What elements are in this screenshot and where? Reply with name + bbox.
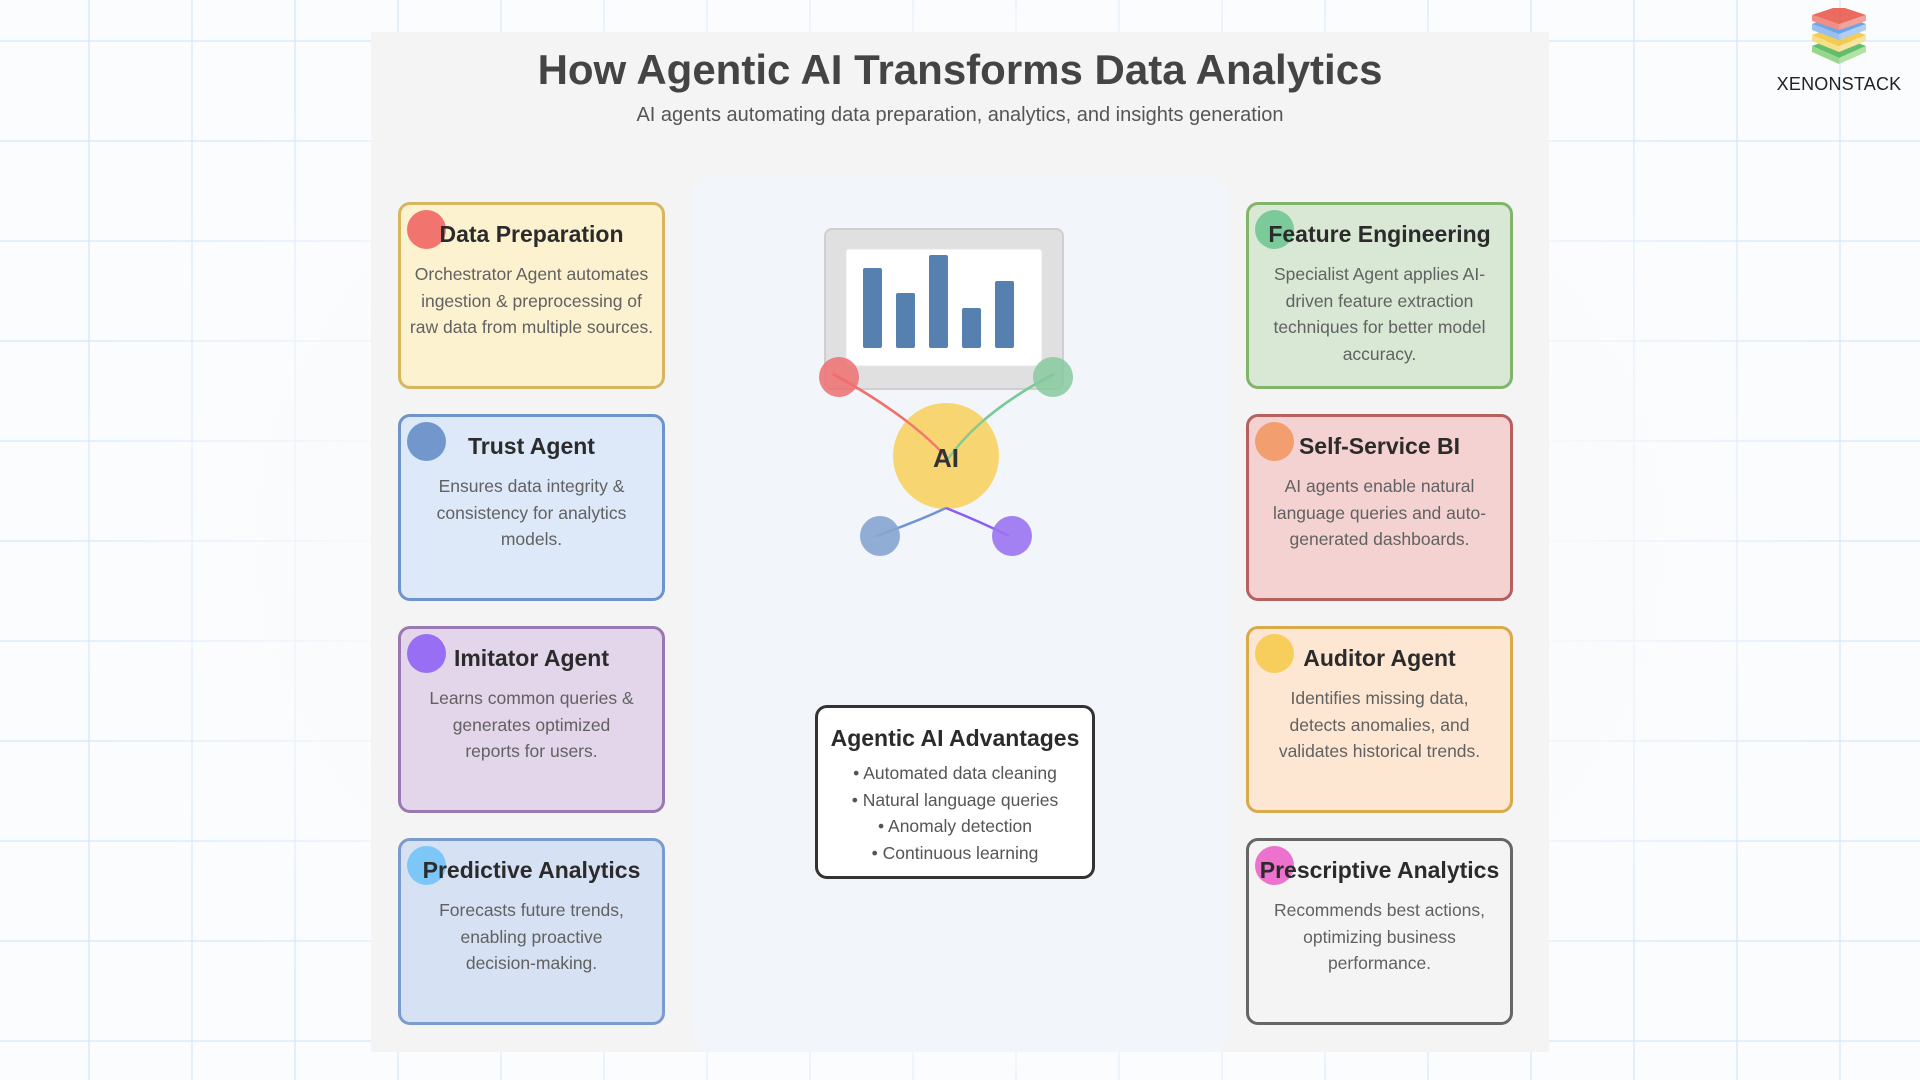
advantage-item: • Automated data cleaning — [853, 763, 1057, 783]
card-description: Identifies missing data, detects anomali… — [1278, 688, 1481, 761]
logo-text: XENONSTACK — [1776, 74, 1902, 94]
card-description: Specialist Agent applies AI-driven featu… — [1273, 264, 1486, 364]
svg-text:AI: AI — [933, 443, 959, 473]
advantages-title: Agentic AI Advantages — [830, 725, 1080, 751]
blue-dot-icon — [407, 422, 446, 461]
advantage-item: • Continuous learning — [871, 842, 1039, 863]
card-description: Ensures data integrity & consistency for… — [436, 476, 627, 549]
card-feature-engineering: Feature Engineering Specialist Agent app… — [1246, 202, 1513, 389]
advantages-list: • Automated data cleaning • Natural lang… — [818, 760, 1092, 866]
card-description: Forecasts future trends, enabling proact… — [439, 900, 624, 973]
chart-bar — [863, 268, 882, 348]
yellow-dot-icon — [1255, 634, 1294, 673]
card-title: Self-Service BI — [1298, 433, 1461, 459]
advantages-box: Agentic AI Advantages • Automated data c… — [815, 705, 1095, 879]
card-title: Prescriptive Analytics — [1259, 857, 1500, 883]
monitor-icon — [824, 228, 1064, 390]
blue-node-icon — [860, 516, 900, 556]
green-dot-icon — [1255, 210, 1294, 249]
chart-bar — [896, 293, 915, 348]
green-node-icon — [1033, 357, 1073, 397]
red-node-icon — [819, 357, 859, 397]
card-description: Learns common queries & generates optimi… — [429, 688, 634, 761]
chart-bar — [995, 281, 1014, 348]
card-imitator-agent: Imitator Agent Learns common queries & g… — [398, 626, 665, 813]
card-title: Feature Engineering — [1268, 221, 1491, 247]
diagram-canvas: How Agentic AI Transforms Data Analytics… — [371, 32, 1549, 1052]
card-data-preparation: Data Preparation Orchestrator Agent auto… — [398, 202, 665, 389]
purple-node-icon — [992, 516, 1032, 556]
card-predictive-analytics: Predictive Analytics Forecasts future tr… — [398, 838, 665, 1025]
card-title: Imitator Agent — [453, 645, 610, 671]
pink-dot-icon — [1255, 846, 1294, 885]
card-description: AI agents enable natural language querie… — [1272, 476, 1487, 549]
card-self-service-bi: Self-Service BI AI agents enable natural… — [1246, 414, 1513, 601]
card-title: Trust Agent — [468, 433, 595, 459]
red-dot-icon — [407, 210, 446, 249]
page-subtitle: AI agents automating data preparation, a… — [636, 104, 1284, 126]
advantage-item: • Anomaly detection — [878, 816, 1032, 836]
chart-bar — [929, 255, 948, 348]
card-prescriptive-analytics: Prescriptive Analytics Recommends best a… — [1246, 838, 1513, 1025]
purple-dot-icon — [407, 634, 446, 673]
orange-dot-icon — [1255, 422, 1294, 461]
card-title: Auditor Agent — [1303, 645, 1456, 671]
card-description: Recommends best actions, optimizing busi… — [1273, 900, 1486, 973]
xenonstack-logo: XENONSTACK — [1772, 4, 1906, 96]
card-title: Predictive Analytics — [422, 857, 641, 883]
advantage-item: • Natural language queries — [851, 789, 1059, 810]
stacked-layers-icon — [1812, 8, 1866, 64]
card-trust-agent: Trust Agent Ensures data integrity & con… — [398, 414, 665, 601]
chart-bar — [962, 308, 981, 348]
card-description: Orchestrator Agent automates ingestion &… — [409, 264, 654, 337]
light-blue-dot-icon — [407, 846, 446, 885]
card-title: Data Preparation — [439, 221, 624, 247]
card-auditor-agent: Auditor Agent Identifies missing data, d… — [1246, 626, 1513, 813]
page-title: How Agentic AI Transforms Data Analytics — [537, 46, 1383, 93]
ai-hub-illustration: AI — [819, 228, 1073, 556]
